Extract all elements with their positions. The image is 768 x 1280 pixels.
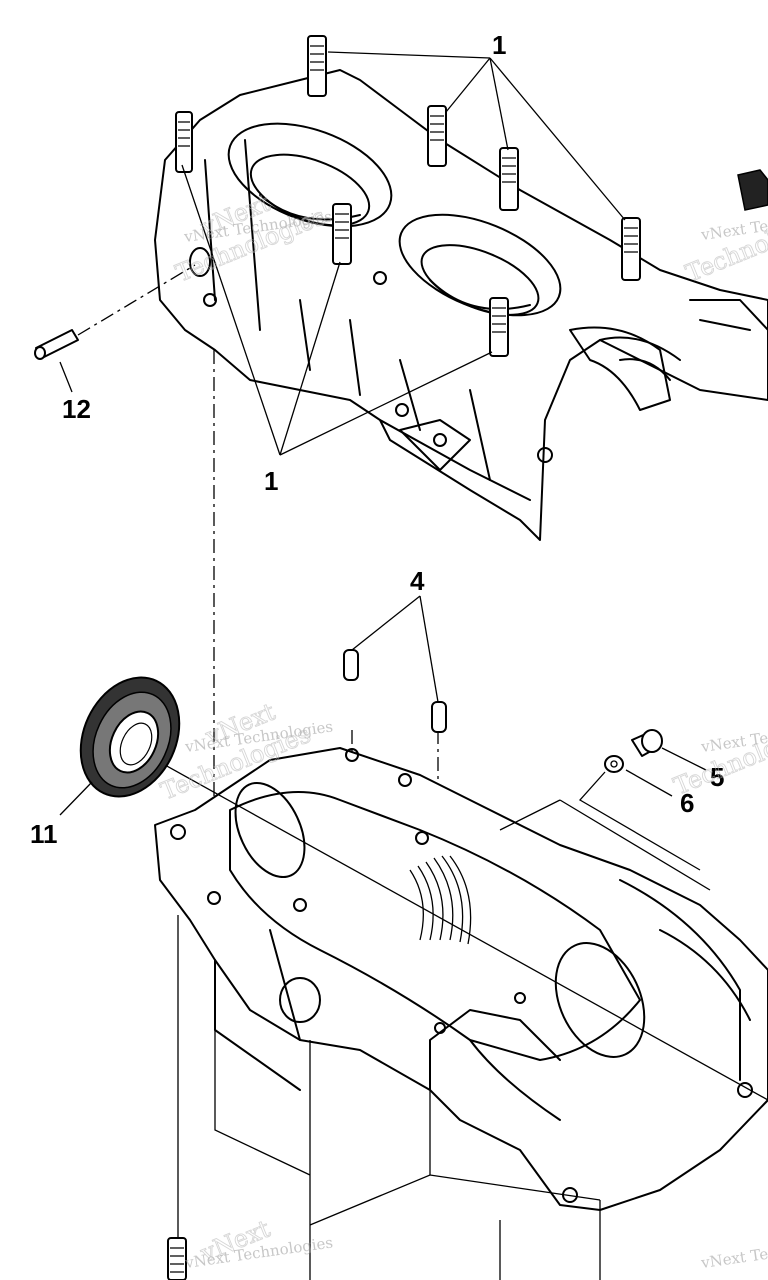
dowel-pin-12 — [34, 264, 196, 393]
lower-crankcase — [119, 739, 768, 1211]
stud-top-2 — [175, 111, 193, 173]
watermark-bottom-right: vNext Technologies — [699, 1233, 768, 1272]
callout-1-bottom: 1 — [264, 466, 278, 496]
projection-box — [177, 799, 711, 1280]
stud-top-5 — [332, 203, 352, 265]
watermark-upper-right: vNext Technologies Technologies — [681, 202, 768, 288]
drain-bolt-5 — [631, 729, 707, 771]
stud-top-6 — [621, 217, 641, 281]
svg-text:vNext Technologies: vNext Technologies — [699, 1233, 768, 1272]
callout-5: 5 — [710, 762, 724, 792]
watermark-bottom: vNext Technologies vNext — [183, 1214, 334, 1272]
oil-seal-11 — [59, 676, 181, 816]
callout-11: 11 — [30, 819, 58, 849]
stud-bottom — [167, 1237, 187, 1280]
stud-top-4 — [499, 147, 519, 211]
callout-12: 12 — [62, 394, 91, 424]
svg-text:Technologies: Technologies — [682, 202, 768, 287]
stud-top-7 — [489, 297, 509, 357]
callout-6: 6 — [680, 788, 694, 818]
callout-1-top: 1 — [492, 30, 506, 60]
stud-top-3 — [427, 105, 447, 167]
leader-lines-1-bottom — [181, 164, 493, 456]
stud-top-1 — [307, 35, 327, 97]
leader-lines-1-top — [327, 51, 626, 221]
washer-6 — [578, 755, 701, 871]
callout-4: 4 — [410, 566, 425, 596]
dowel-pins-4 — [343, 595, 447, 733]
stud-group-1 — [175, 35, 641, 357]
upper-crankcase — [154, 69, 768, 541]
